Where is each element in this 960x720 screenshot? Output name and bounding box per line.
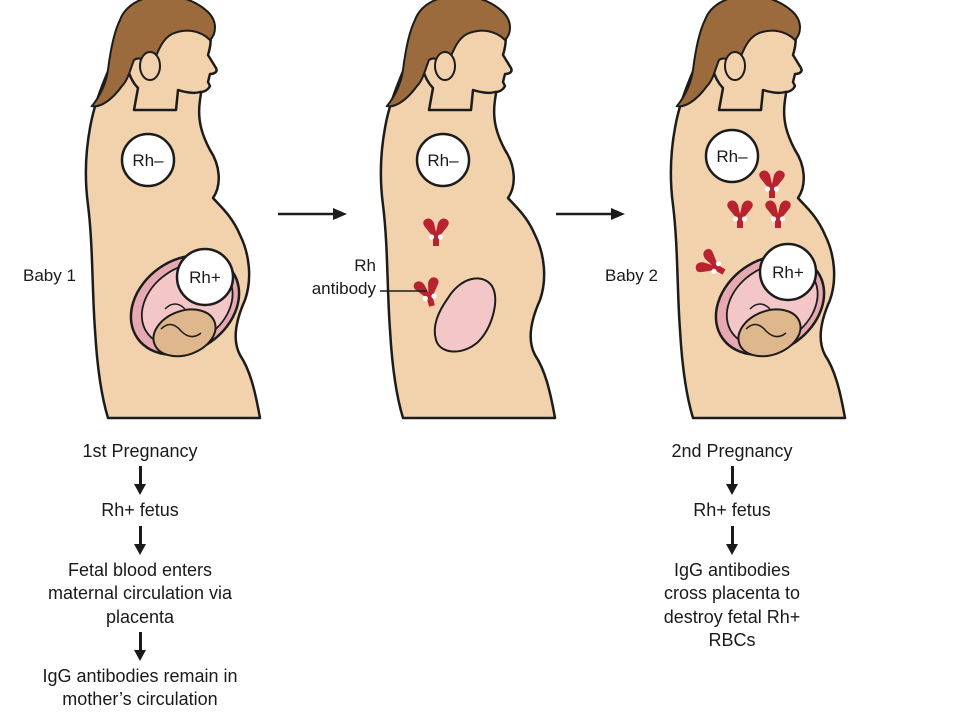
mother-head xyxy=(90,0,218,112)
rh-negative-label-3: Rh– xyxy=(716,147,748,166)
arrow-right-icon xyxy=(556,208,625,220)
antibody-label-line2: antibody xyxy=(312,279,377,298)
panel-3-second-pregnancy: Rh– Rh+ Baby 2 xyxy=(605,0,847,420)
mother-head xyxy=(675,0,803,112)
flow-step-igg-cross-placenta: IgG antibodies cross placenta to destroy… xyxy=(663,559,801,650)
panel-2-between-pregnancies: Rh– Rh antibody xyxy=(312,0,557,420)
flow-step-rh-positive-fetus: Rh+ fetus xyxy=(101,500,179,521)
flow-step-rh-positive-fetus: Rh+ fetus xyxy=(693,500,771,521)
empty-uterus xyxy=(433,277,497,353)
second-pregnancy-flow: 2nd Pregnancy Rh+ fetus IgG antibodies c… xyxy=(582,440,882,652)
flow-step-fetal-blood-enters: Fetal blood enters maternal circulation … xyxy=(47,559,233,627)
baby-1-label: Baby 1 xyxy=(23,266,76,285)
antibody-label-line1: Rh xyxy=(354,256,376,275)
rh-positive-label-2: Rh+ xyxy=(772,263,804,282)
down-arrow-icon xyxy=(133,525,147,556)
rh-negative-marker-mother xyxy=(415,132,471,188)
down-arrow-icon xyxy=(133,631,147,662)
first-pregnancy-flow: 1st Pregnancy Rh+ fetus Fetal blood ente… xyxy=(0,440,290,712)
down-arrow-icon xyxy=(133,466,147,496)
rh-negative-marker-mother xyxy=(704,128,760,184)
flow-step-igg-remain: IgG antibodies remain in mother’s circul… xyxy=(42,665,238,710)
rh-positive-marker-fetus-2 xyxy=(758,242,818,302)
panel-1-first-pregnancy: Rh– Rh+ Baby 1 xyxy=(23,0,262,420)
rh-positive-marker-fetus-1 xyxy=(175,247,235,307)
flow-step-first-pregnancy: 1st Pregnancy xyxy=(82,441,198,461)
rh-negative-label-2: Rh– xyxy=(427,151,459,170)
rh-negative-marker-mother xyxy=(120,132,176,188)
rh-negative-label-1: Rh– xyxy=(132,151,164,170)
down-arrow-icon xyxy=(725,525,739,556)
rh-positive-label-1: Rh+ xyxy=(189,268,221,287)
baby-2-label: Baby 2 xyxy=(605,266,658,285)
arrow-right-icon xyxy=(278,208,347,220)
mother-head xyxy=(385,0,513,112)
flow-step-second-pregnancy: 2nd Pregnancy xyxy=(671,441,793,461)
down-arrow-icon xyxy=(725,466,739,496)
